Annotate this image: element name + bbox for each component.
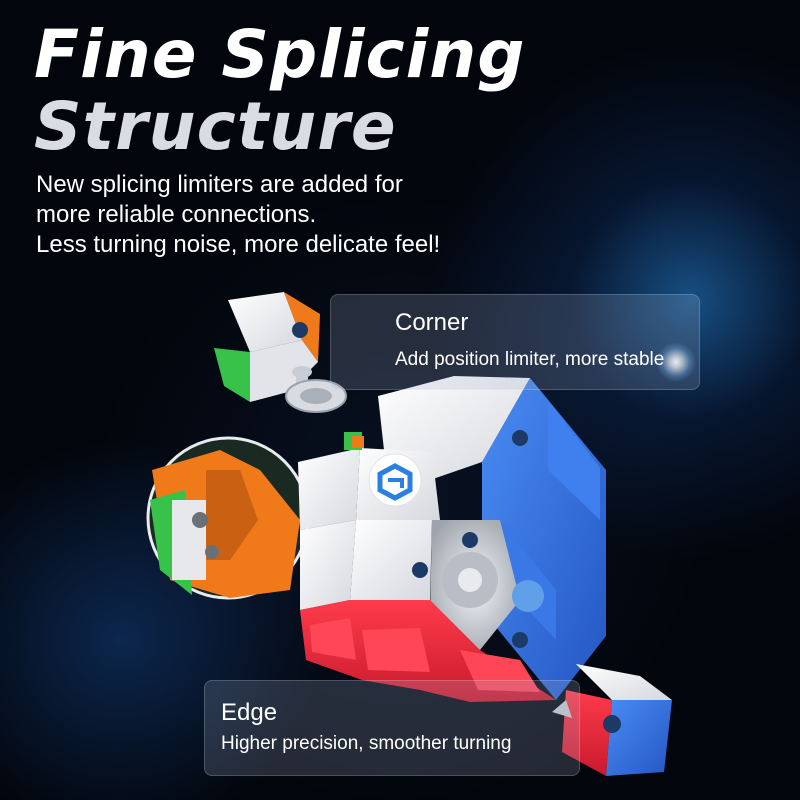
cube-logo-icon (377, 463, 413, 501)
headline-line-2: Structure (34, 88, 397, 165)
corner-callout-text: Add position limiter, more stable (395, 349, 665, 370)
corner-piece (214, 292, 347, 413)
edge-callout-text: Higher precision, smoother turning (221, 733, 512, 754)
headline-line-1: Fine Splicing (34, 16, 526, 93)
description-line: New splicing limiters are added for (36, 171, 403, 198)
magnet-icon (292, 322, 308, 338)
description-line: more reliable connections. (36, 201, 317, 228)
magnet-icon (512, 430, 528, 446)
edge-callout: Edge Higher precision, smoother turning (204, 680, 580, 776)
detail-magnifier (146, 436, 310, 600)
feature-description: New splicing limiters are added for more… (36, 170, 440, 260)
speed-cube (298, 376, 606, 702)
corner-callout: Corner Add position limiter, more stable (330, 294, 700, 390)
edge-piece (552, 664, 672, 776)
light-flare (656, 342, 696, 382)
magnet-icon (412, 562, 428, 578)
description-line: Less turning noise, more delicate feel! (36, 231, 441, 258)
edge-callout-title: Edge (221, 699, 278, 726)
magnet-icon (603, 715, 621, 733)
corner-callout-title: Corner (395, 309, 469, 336)
magnet-icon (462, 532, 478, 548)
magnet-icon (512, 632, 528, 648)
